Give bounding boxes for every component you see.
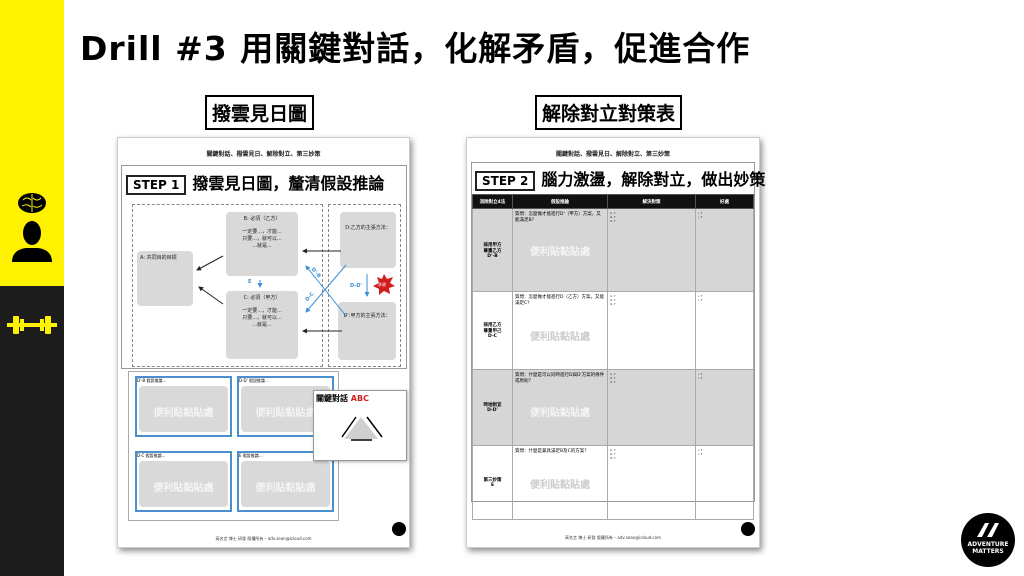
- table-row: 時地制宜 D-D'質問：什麼是可以同時進行D與D'方案的條件或原則？ 便利貼黏貼處…: [472, 369, 754, 446]
- row-name: 時地制宜 D-D': [472, 369, 513, 446]
- sticky-note-area: 便利貼黏貼處: [139, 386, 228, 432]
- col-header: 好處: [695, 194, 754, 209]
- col-header: 消除對立4法: [472, 194, 513, 209]
- question-cell: 質問：什麼是可以同時進行D與D'方案的條件或原則？ 便利貼黏貼處: [512, 369, 608, 446]
- b-line: 只要...，就可以...: [242, 236, 282, 242]
- b-line: ...就是...: [252, 243, 272, 249]
- brain-icon: [18, 193, 46, 213]
- logo-line2: MATTERS: [972, 548, 1004, 555]
- solutions-cell: 1. ? 2. ? 3. ?: [607, 445, 696, 520]
- b-line: 一定要...，才能...: [242, 229, 282, 235]
- step-title: 撥雲見日圖，釐清假設推論: [192, 174, 385, 193]
- logo-mark-icon: [977, 523, 999, 537]
- step-badge: STEP 2: [475, 171, 536, 191]
- box-a: A: 共同目的目標: [137, 251, 193, 306]
- conflict-badge: 矛盾: [378, 282, 386, 287]
- abc-card: 關鍵對話 ABC: [313, 390, 407, 461]
- box-c: C: 必須（甲方） 一定要...，才能...只要...，就可以......就是..…: [226, 291, 298, 359]
- question: 質問：什麼是兼具滿足B及C的方案？: [515, 449, 589, 454]
- row-name: 第三妙策 E: [472, 445, 513, 520]
- step-title: 腦力激盪，解除對立，做出妙策: [541, 170, 766, 189]
- question: 質問：怎麼做才能進行D（乙方）方案，又能滿足C？: [515, 295, 604, 306]
- col-header: 假設推論: [512, 194, 608, 209]
- countermeasure-table-document: 關鍵對話、撥雲見日、解除對立、第三妙策 STEP 2 腦力激盪，解除對立，做出妙策…: [466, 137, 765, 548]
- bubble-label: D'-B 假設推論...: [137, 378, 167, 383]
- box-d-prime: D':甲方的主張方法：: [338, 302, 396, 360]
- person-silhouette-icon: [12, 221, 52, 262]
- doc-header: 關鍵對話、撥雲見日、解除對立、第三妙策: [555, 151, 670, 158]
- solutions-cell: 1. ? 2. ? 3. ?: [607, 291, 696, 370]
- benefits-cell: • ? • ?: [695, 369, 754, 446]
- bubble-label: D-C 假設推論...: [137, 453, 166, 458]
- solutions-cell: 1. ? 2. ? 3. ?: [607, 208, 696, 292]
- dd-label: D-D': [350, 283, 362, 289]
- c-line: 只要...，就可以...: [242, 315, 282, 321]
- bubble-area: D'-B 假設推論... 便利貼黏貼處 D-D' 假設推論... 便利貼黏貼處 D-…: [128, 371, 339, 521]
- question: 質問：怎麼做才能進行D'（甲方）方案，又能滿足B?: [515, 212, 601, 223]
- doc-footer: 高名言 博士 研發 版權所有 – adv.sean@icloud.com: [565, 535, 661, 540]
- sidebar-dark: [0, 286, 64, 576]
- triangle-diagram: [341, 416, 383, 441]
- abc-accent: ABC: [350, 394, 369, 403]
- box-c-label: C: 必須（甲方）: [243, 295, 281, 301]
- c-line: 一定要...，才能...: [242, 308, 282, 314]
- sticky-note-area: 便利貼黏貼處: [530, 408, 590, 419]
- benefits-cell: • ? • ?: [695, 445, 754, 520]
- box-b-label: B: 必須（乙方）: [243, 216, 281, 222]
- label-right: 解除對立對策表: [535, 95, 683, 130]
- box-d: D:乙方的主張方法：: [340, 212, 396, 268]
- row-name: 採用乙方 尊重甲己 D-C: [472, 291, 513, 370]
- slide-title: Drill #3 用關鍵對話，化解矛盾，促進合作: [80, 29, 751, 68]
- row-name: 採用甲方 尊重乙方 D'-B: [472, 208, 513, 292]
- c-line: ...就是...: [252, 322, 272, 328]
- solutions-cell: 1. ? 2. ? 3. ?: [607, 369, 696, 446]
- logo-line1: ADVENTURE: [967, 541, 1009, 548]
- question-cell: 質問：怎麼做才能進行D（乙方）方案，又能滿足C？ 便利貼黏貼處: [512, 291, 608, 370]
- benefits-cell: • ? • ?: [695, 208, 754, 292]
- sticky-note-area: 便利貼黏貼處: [530, 480, 590, 491]
- bubble-label: E 假設推論...: [239, 453, 263, 458]
- sticky-note-area: 便利貼黏貼處: [530, 247, 590, 258]
- adventure-matters-logo-small: [741, 522, 755, 536]
- e-label: E: [248, 279, 252, 285]
- diagram-arrows: [196, 248, 395, 334]
- cloud-diagram-document: 關鍵對話、撥雲見日、解除對立、第三妙策 STEP 1 撥雲見日圖，釐清假設推論 A…: [117, 137, 410, 548]
- sticky-note-area: 便利貼黏貼處: [139, 461, 228, 507]
- sticky-note-area: 便利貼黏貼處: [530, 332, 590, 343]
- sticky-note-area: 便利貼黏貼處: [241, 461, 330, 507]
- sidebar-yellow: [0, 0, 64, 286]
- step-badge: STEP 1: [126, 175, 187, 195]
- question: 質問：什麼是可以同時進行D與D'方案的條件或原則？: [515, 373, 605, 384]
- box-b: B: 必須（乙方） 一定要...，才能...只要...，就可以......就是..…: [226, 212, 298, 276]
- adventure-matters-logo-small: [392, 522, 406, 536]
- dumbbell-icon: [7, 316, 57, 334]
- question-cell: 質問：怎麼做才能進行D'（甲方）方案，又能滿足B? 便利貼黏貼處: [512, 208, 608, 292]
- doc-footer: 高名言 博士 研發 版權所有 – adv.sean@icloud.com: [215, 536, 312, 541]
- question-cell: 質問：什麼是兼具滿足B及C的方案？ 便利貼黏貼處: [512, 445, 608, 520]
- abc-title: 關鍵對話: [316, 394, 348, 403]
- benefits-cell: • ? • ?: [695, 291, 754, 370]
- label-left: 撥雲見日圖: [205, 95, 315, 130]
- doc-header: 關鍵對話、撥雲見日、解除對立、第三妙策: [206, 151, 321, 158]
- col-header: 解決對策: [607, 194, 696, 209]
- bubble-label: D-D' 假設推論...: [239, 378, 269, 383]
- adventure-matters-logo: ADVENTURE MATTERS: [961, 513, 1015, 567]
